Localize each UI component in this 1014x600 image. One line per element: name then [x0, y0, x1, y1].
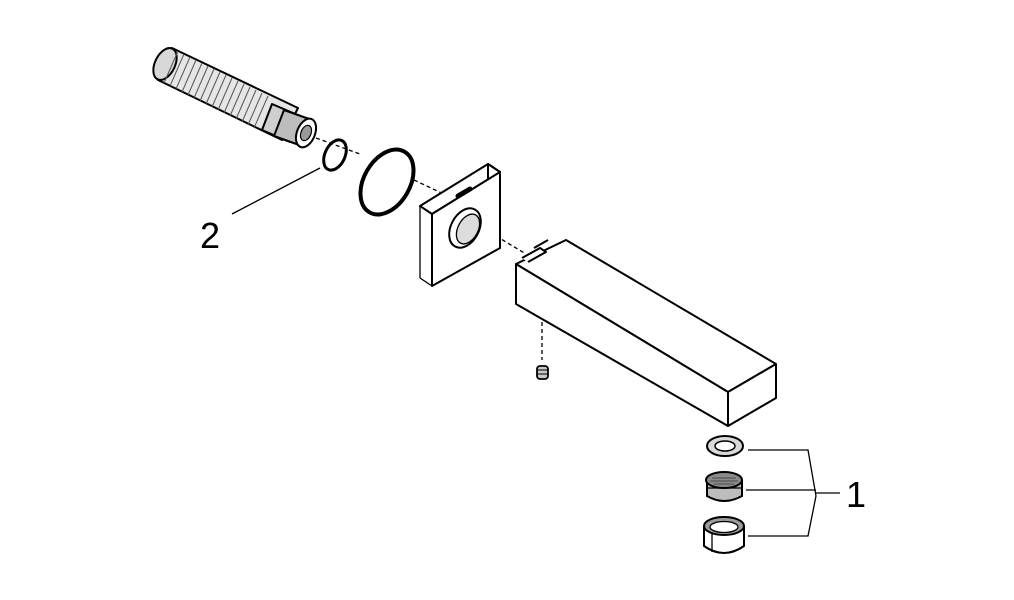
- callout-1: 1: [746, 449, 866, 537]
- wall-flange: [419, 163, 501, 287]
- set-screw: [536, 365, 549, 380]
- aerator-insert: [705, 471, 743, 502]
- leader-line: [231, 167, 321, 215]
- small-o-ring: [322, 138, 348, 172]
- large-o-ring: [358, 147, 416, 217]
- aerator-washer: [706, 435, 744, 457]
- assembly-axis: [495, 235, 527, 255]
- callout-label: 1: [846, 474, 866, 515]
- leader-line: [748, 495, 817, 537]
- callout-label: 2: [200, 215, 220, 256]
- assembly-axis: [315, 137, 361, 155]
- spout-body: [515, 239, 777, 427]
- flexible-hose: [152, 47, 318, 149]
- aerator-housing: [703, 516, 745, 554]
- callout-2: 2: [200, 167, 321, 256]
- leader-line: [748, 449, 817, 497]
